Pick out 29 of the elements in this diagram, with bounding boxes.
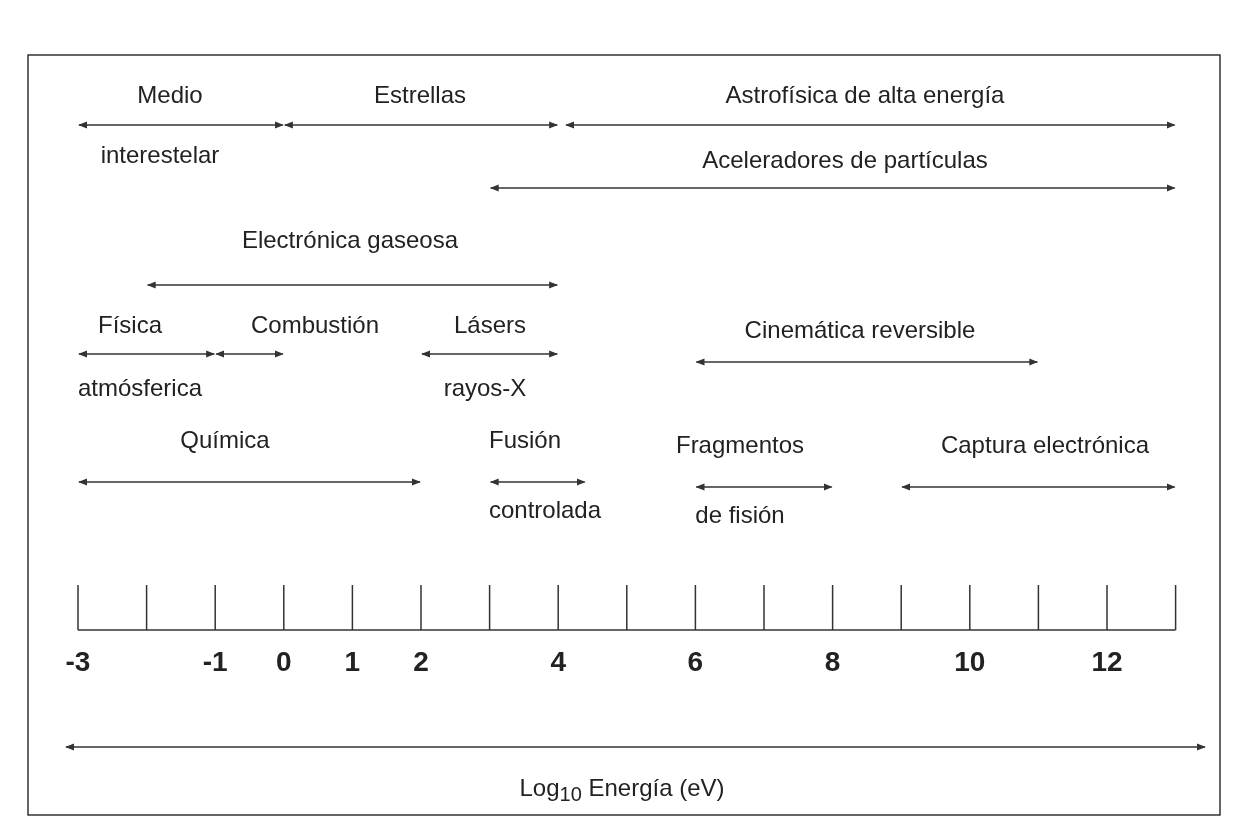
range-label: Electrónica gaseosa bbox=[241, 226, 459, 254]
range-label: Fusión bbox=[489, 426, 561, 454]
range-label: Astrofísica de alta energía bbox=[725, 81, 1005, 109]
range-label: Cinemática reversible bbox=[744, 316, 976, 344]
tick-label: -1 bbox=[202, 646, 228, 678]
tick-label: -3 bbox=[65, 646, 91, 678]
tick-label: 1 bbox=[344, 646, 361, 678]
range-label: Física bbox=[98, 311, 162, 339]
tick-label: 2 bbox=[413, 646, 429, 678]
range-label: Medio bbox=[137, 81, 203, 109]
range-label: Aceleradores de partículas bbox=[702, 146, 988, 174]
range-label: Captura electrónica bbox=[940, 431, 1150, 459]
range-label: Lásers bbox=[454, 311, 526, 339]
tick-label: 0 bbox=[276, 646, 292, 678]
range-label: rayos-X bbox=[443, 374, 527, 402]
tick-label: 4 bbox=[550, 646, 566, 678]
tick-label: 12 bbox=[1091, 646, 1123, 678]
tick-label: 6 bbox=[687, 646, 704, 678]
range-label: Química bbox=[180, 426, 270, 454]
range-label: Fragmentos bbox=[675, 431, 805, 459]
range-label: Estrellas bbox=[374, 81, 466, 109]
range-label: controlada bbox=[488, 496, 602, 524]
range-label: de fisión bbox=[695, 501, 785, 529]
range-label: interestelar bbox=[100, 141, 220, 169]
tick-label: 10 bbox=[954, 646, 986, 678]
range-label: atmósferica bbox=[78, 374, 202, 402]
tick-label: 8 bbox=[824, 646, 841, 678]
axis-title: Log$_{10}$ Energía (eV) bbox=[519, 773, 725, 807]
range-label: Combustión bbox=[250, 311, 380, 339]
